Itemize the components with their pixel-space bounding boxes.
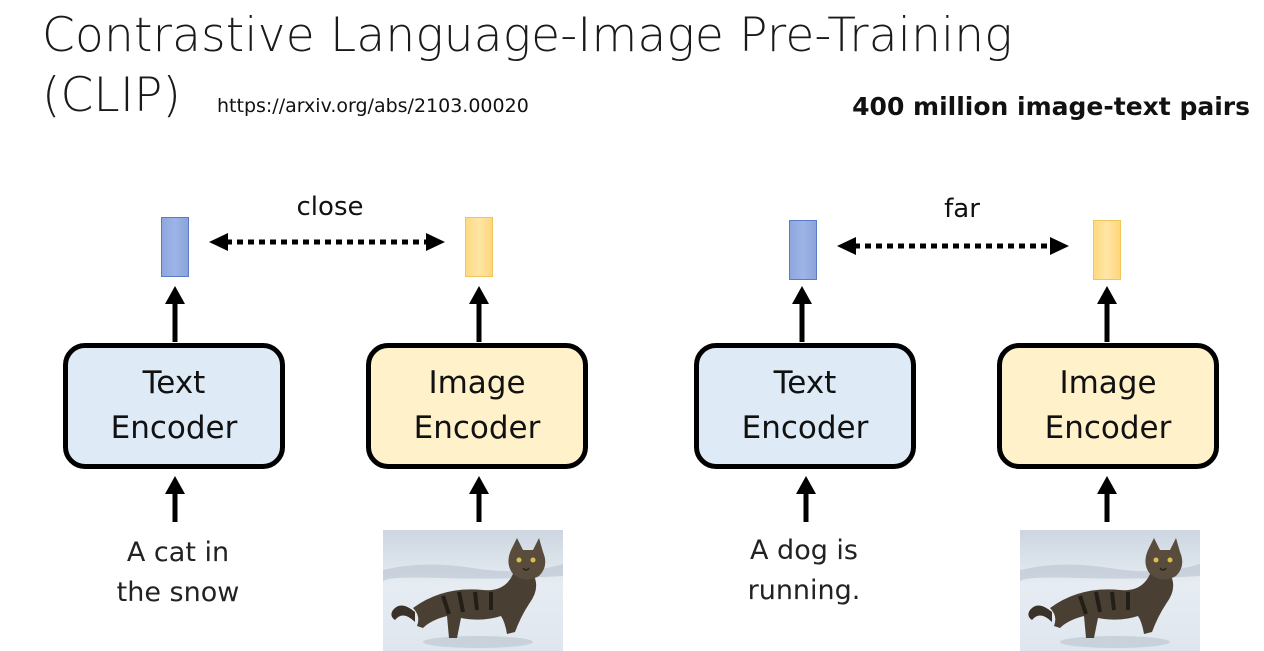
text-embedding-vector-right — [789, 220, 817, 280]
arrow-image-to-image-encoder-left — [469, 476, 489, 522]
image-encoder-left-line-2: Encoder — [413, 410, 541, 446]
caption-right: A dog is running. — [714, 531, 894, 611]
text-encoder-left: Text Encoder — [63, 343, 285, 469]
text-embedding-vector-left — [161, 217, 189, 277]
image-encoder-right: Image Encoder — [997, 343, 1219, 469]
cat-in-snow-image-left — [383, 530, 563, 651]
caption-left-line-1: A cat in — [126, 537, 230, 568]
dataset-size-note: 400 million image-text pairs — [852, 92, 1250, 121]
arrow-image-encoder-to-vector-left — [469, 286, 489, 342]
arrow-image-to-image-encoder-right — [1097, 476, 1117, 522]
arrow-text-encoder-to-vector-left — [165, 286, 185, 342]
arrow-caption-to-text-encoder-right — [796, 476, 816, 522]
text-encoder-left-line-2: Encoder — [110, 410, 238, 446]
image-encoder-right-line-2: Encoder — [1044, 410, 1172, 446]
image-encoder-left: Image Encoder — [366, 343, 588, 469]
slide-title: Contrastive Language-Image Pre-Training … — [42, 6, 1013, 126]
arrow-text-encoder-to-vector-right — [792, 286, 812, 342]
image-embedding-vector-left — [465, 217, 493, 277]
arrow-image-encoder-to-vector-right — [1097, 286, 1117, 342]
text-encoder-right-line-2: Encoder — [741, 410, 869, 446]
caption-left-line-2: the snow — [116, 577, 240, 608]
arrow-caption-to-text-encoder-left — [165, 476, 185, 522]
title-line-2: (CLIP) — [42, 68, 182, 123]
caption-left: A cat in the snow — [88, 533, 268, 613]
caption-right-line-2: running. — [747, 575, 861, 606]
similarity-arrow-left — [209, 233, 445, 251]
similarity-arrow-right — [837, 237, 1069, 255]
text-encoder-right-line-1: Text — [773, 365, 837, 401]
image-embedding-vector-right — [1093, 220, 1121, 280]
image-encoder-right-line-1: Image — [1059, 365, 1157, 401]
cat-in-snow-image-right — [1020, 530, 1200, 651]
caption-right-line-1: A dog is — [750, 535, 858, 566]
text-encoder-left-line-1: Text — [142, 365, 206, 401]
image-encoder-left-line-1: Image — [428, 365, 526, 401]
paper-link[interactable]: https://arxiv.org/abs/2103.00020 — [217, 95, 529, 117]
relation-label-close: close — [296, 192, 364, 222]
relation-label-far: far — [944, 194, 980, 224]
text-encoder-right: Text Encoder — [694, 343, 916, 469]
title-line-1: Contrastive Language-Image Pre-Training — [42, 8, 1013, 63]
